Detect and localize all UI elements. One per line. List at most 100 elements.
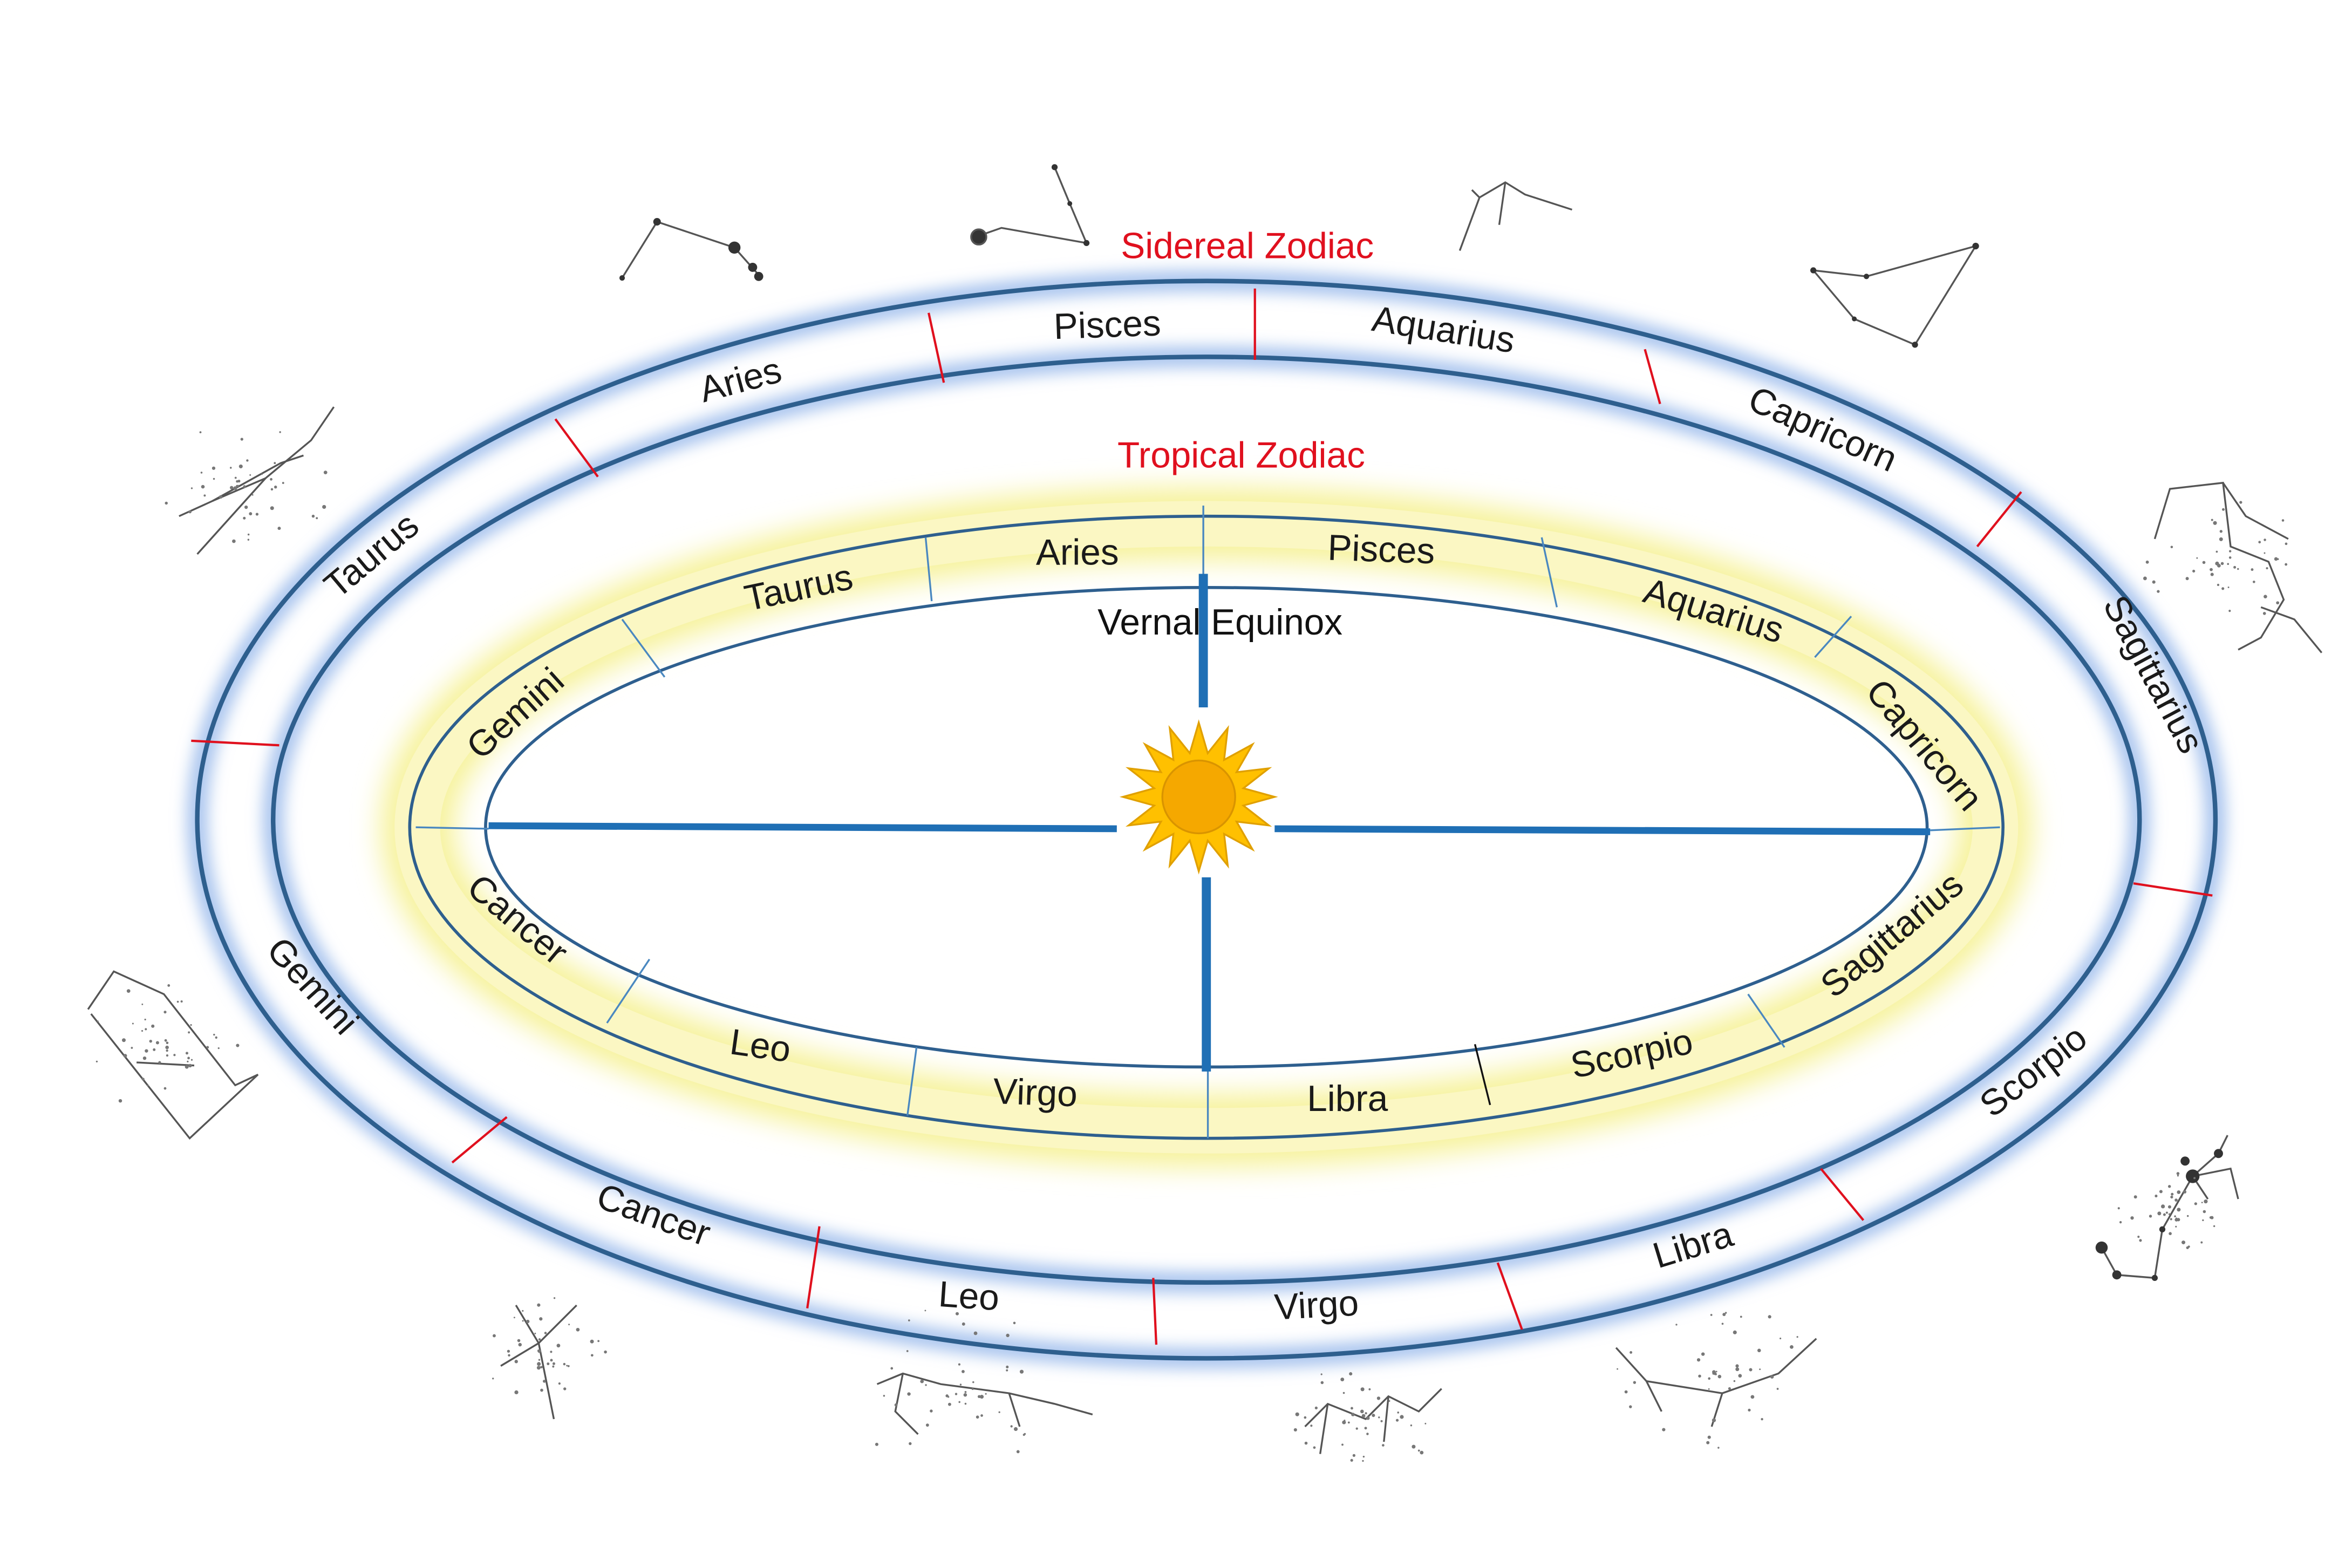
star-dot bbox=[2215, 550, 2218, 553]
star-dot bbox=[1735, 1367, 1740, 1372]
star-dot bbox=[199, 431, 202, 434]
star-dot bbox=[550, 1359, 553, 1362]
star-dot bbox=[1016, 1450, 1020, 1454]
star-dot bbox=[924, 1310, 926, 1312]
star-dot bbox=[1633, 1381, 1637, 1384]
star-dot bbox=[1010, 1425, 1013, 1428]
star-dot bbox=[1717, 1447, 1720, 1449]
star-dot bbox=[1341, 1443, 1344, 1446]
star-dot bbox=[890, 1367, 894, 1370]
star-dot bbox=[908, 1319, 910, 1321]
star-dot bbox=[2264, 595, 2267, 599]
star-dot bbox=[2276, 601, 2280, 605]
star-dot bbox=[2219, 530, 2223, 533]
star-dot bbox=[153, 1048, 156, 1051]
star-dot bbox=[909, 1442, 912, 1446]
star-dot bbox=[145, 1049, 148, 1053]
star-dot bbox=[2219, 537, 2223, 541]
star-dot bbox=[2183, 1190, 2187, 1194]
star-dot bbox=[1362, 1455, 1365, 1458]
star-dot bbox=[947, 1396, 950, 1398]
constellation-gemini bbox=[87, 970, 259, 1140]
star-dot bbox=[553, 1297, 556, 1299]
tropical-title: Tropical Zodiac bbox=[1117, 435, 1365, 476]
star-dot bbox=[1304, 1441, 1308, 1445]
star-dot bbox=[1776, 1388, 1779, 1390]
star-dot bbox=[1380, 1420, 1383, 1422]
star-dot bbox=[2130, 1216, 2134, 1220]
tropical-label-virgo: Virgo bbox=[992, 1071, 1078, 1114]
star-dot bbox=[2174, 1198, 2178, 1202]
star-dot bbox=[97, 1020, 99, 1022]
equinox-axes bbox=[488, 574, 1931, 1072]
star-dot bbox=[246, 459, 249, 462]
constellation-sagittarius bbox=[2153, 481, 2323, 653]
star-dot bbox=[2157, 590, 2160, 593]
star-dot bbox=[1349, 1372, 1353, 1376]
star-dot bbox=[2251, 568, 2254, 571]
star-dot bbox=[518, 1342, 522, 1347]
star-dot bbox=[2170, 1195, 2173, 1199]
star-dot bbox=[2171, 1192, 2174, 1196]
star-dot bbox=[1722, 1313, 1726, 1317]
star-dot bbox=[2193, 1177, 2196, 1180]
star-dot bbox=[1022, 1434, 1025, 1436]
star-dot bbox=[1382, 1444, 1385, 1447]
star-dot bbox=[977, 1395, 981, 1399]
star-dot bbox=[2170, 546, 2173, 549]
star-dot bbox=[233, 486, 237, 490]
star-dot bbox=[1696, 1358, 1701, 1362]
star-dot bbox=[1340, 1378, 1345, 1381]
star-dot bbox=[552, 1365, 555, 1368]
star-dot bbox=[2167, 1205, 2171, 1209]
star-dot bbox=[2237, 568, 2239, 570]
star-dot bbox=[2277, 558, 2279, 560]
star-dot bbox=[973, 1331, 978, 1335]
star-dot bbox=[972, 1381, 974, 1383]
star-dot bbox=[1366, 1433, 1369, 1435]
star-dot bbox=[1717, 1374, 1722, 1379]
star-dot bbox=[1735, 1364, 1739, 1368]
vernal-equinox-label: Vernal Equinox bbox=[1097, 602, 1342, 643]
star-dot bbox=[2168, 1213, 2171, 1216]
star-dot bbox=[274, 462, 276, 465]
star-dot bbox=[1006, 1365, 1009, 1369]
star-dot bbox=[1360, 1409, 1364, 1414]
star-dot bbox=[507, 1349, 510, 1353]
star-dot bbox=[190, 487, 193, 489]
star-dot bbox=[247, 538, 250, 541]
constellation-scorpio bbox=[2095, 1135, 2239, 1281]
star-dot bbox=[537, 1349, 540, 1352]
star-dot bbox=[203, 494, 206, 497]
star-dot bbox=[190, 1024, 192, 1026]
star-dot bbox=[2264, 538, 2266, 541]
star-dot bbox=[537, 1303, 541, 1307]
star-dot bbox=[962, 1322, 965, 1326]
sidereal-label-leo: Leo bbox=[937, 1274, 1001, 1319]
star-dot bbox=[597, 1340, 600, 1342]
star-dot bbox=[2181, 1240, 2186, 1245]
star-dot bbox=[2170, 1218, 2172, 1221]
star-dot bbox=[1019, 1369, 1024, 1374]
star-dot bbox=[566, 1365, 568, 1367]
star-dot bbox=[556, 1344, 561, 1348]
star-dot bbox=[1350, 1458, 1353, 1462]
star-dot bbox=[1304, 1416, 1307, 1419]
star-dot bbox=[514, 1360, 518, 1364]
star-dot bbox=[2117, 1207, 2120, 1210]
star-dot bbox=[261, 473, 263, 475]
star-dot bbox=[144, 1018, 146, 1021]
star-dot bbox=[1757, 1348, 1761, 1353]
star-dot bbox=[962, 1370, 965, 1373]
star-dot bbox=[236, 1044, 240, 1047]
star-dot bbox=[2155, 1194, 2158, 1198]
star-dot bbox=[2227, 587, 2230, 589]
star-dot bbox=[1361, 1414, 1366, 1418]
star-dot bbox=[1630, 1351, 1633, 1354]
star-dot bbox=[1362, 1460, 1364, 1462]
star-dot bbox=[534, 1332, 536, 1334]
star-dot bbox=[2213, 521, 2217, 525]
star-dot bbox=[2274, 557, 2278, 561]
star-dot bbox=[123, 1054, 127, 1058]
